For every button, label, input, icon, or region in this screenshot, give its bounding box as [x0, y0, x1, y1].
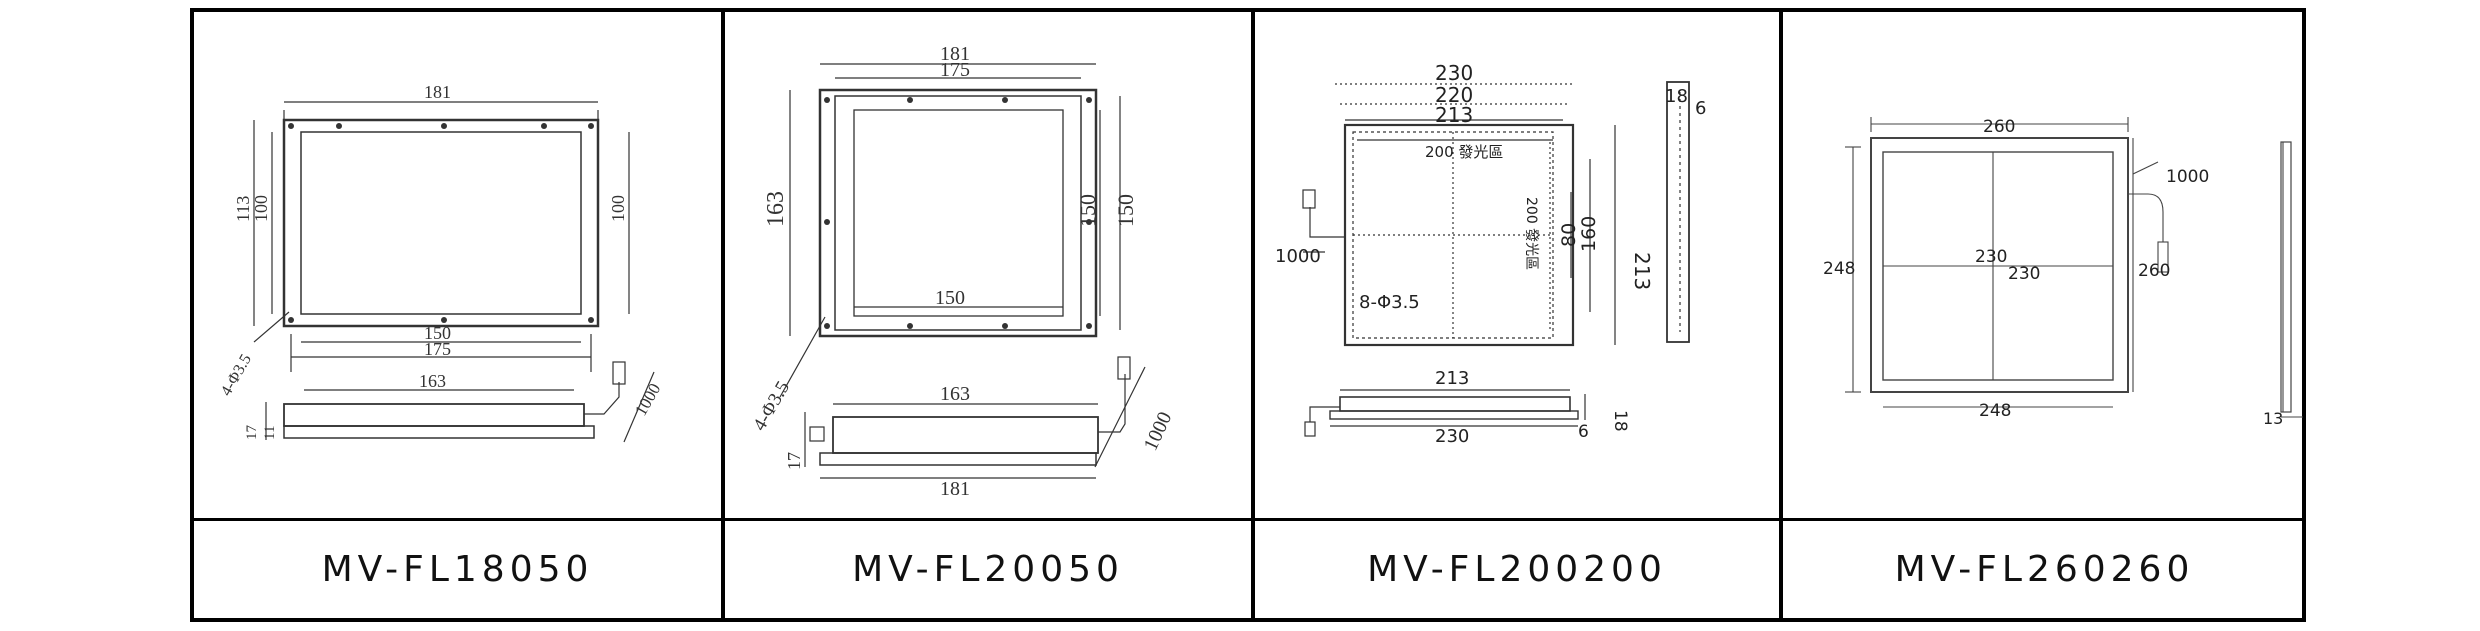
dim-side-width-bottom: 181 — [940, 478, 970, 500]
dim-height-a: 80 — [1558, 223, 1580, 247]
dim-side-thick-a: 18 — [1610, 410, 1630, 432]
dim-height-right: 260 — [2138, 261, 2170, 281]
dim-holes: 4-Φ3.5 — [218, 352, 255, 399]
column-divider — [721, 12, 725, 618]
drawing-mv-fl260260: 260 248 230 230 260 248 1000 13 — [1783, 12, 2306, 518]
dim-side-thickness-a: 17 — [244, 425, 260, 441]
dim-emit-area-h: 200 發光區 — [1425, 143, 1503, 161]
dim-side-thickness: 17 — [784, 452, 804, 470]
model-label: MV-FL18050 — [321, 549, 594, 590]
dim-holes: 4-Φ3.5 — [749, 378, 794, 435]
dim-height-left: 248 — [1823, 259, 1855, 279]
row-divider — [194, 518, 2302, 521]
dim-width-inner: 150 — [424, 323, 451, 343]
dim-width-outer: 181 — [940, 43, 970, 65]
dim-height-b: 160 — [1578, 216, 1600, 252]
dim-side-width: 163 — [419, 371, 446, 391]
drawing-mv-fl20050: 181 175 163 150 150 150 4-Φ3.5 163 17 18… — [725, 12, 1251, 518]
dim-side-thick-b: 6 — [1578, 422, 1589, 442]
dim-cable: 1000 — [2166, 167, 2209, 187]
dim-side-thick: 13 — [2263, 409, 2283, 428]
dim-height-right: 100 — [608, 195, 628, 222]
dim-inner-h: 230 — [2008, 264, 2040, 284]
dim-side-top: 213 — [1435, 368, 1469, 389]
dim-cable: 1000 — [631, 380, 664, 419]
dim-width-top: 260 — [1983, 117, 2015, 137]
dim-height-left: 163 — [763, 191, 789, 227]
dim-height-inner: 150 — [1075, 194, 1100, 227]
dim-thick-a: 18 — [1665, 86, 1688, 107]
dim-side-bottom: 230 — [1435, 426, 1469, 447]
dim-front-width: 181 — [424, 82, 451, 102]
dim-thick-b: 6 — [1695, 98, 1706, 119]
model-label: MV-FL20050 — [852, 549, 1124, 590]
drawing-mv-fl200200: 230 220 213 200 發光區 200 發光區 80 160 213 1… — [1255, 12, 1779, 518]
dim-width-inner: 175 — [940, 59, 970, 81]
dim-cable: 1000 — [1140, 409, 1177, 455]
dim-width-bottom: 150 — [935, 287, 965, 309]
model-label: MV-FL260260 — [1894, 549, 2195, 590]
dim-emit-area-v: 200 發光區 — [1523, 197, 1539, 270]
dim-width-c: 213 — [1435, 103, 1473, 127]
dim-side-width: 163 — [940, 383, 970, 405]
dim-side-thickness-b: 11 — [262, 426, 278, 440]
column-divider — [1779, 12, 1783, 618]
dim-cable: 1000 — [1275, 246, 1321, 267]
product-table: 181 113 100 100 150 175 4-Φ3.5 163 17 11… — [190, 8, 2306, 622]
dim-inner-w: 230 — [1975, 247, 2007, 267]
dim-holes: 8-Φ3.5 — [1359, 292, 1420, 313]
dim-height-outer: 113 — [233, 196, 253, 222]
dim-height-c: 213 — [1630, 252, 1654, 290]
dim-width-outer: 175 — [424, 339, 451, 359]
dim-width-b: 220 — [1435, 83, 1473, 107]
model-label: MV-FL200200 — [1367, 549, 1667, 590]
drawing-mv-fl18050: 181 113 100 100 150 175 4-Φ3.5 163 17 11… — [194, 12, 721, 518]
column-divider — [1251, 12, 1255, 618]
dim-width-a: 230 — [1435, 61, 1473, 85]
dim-height-right: 150 — [1113, 194, 1138, 227]
dim-width-bottom: 248 — [1979, 401, 2011, 421]
dim-height-inner: 100 — [251, 195, 271, 222]
